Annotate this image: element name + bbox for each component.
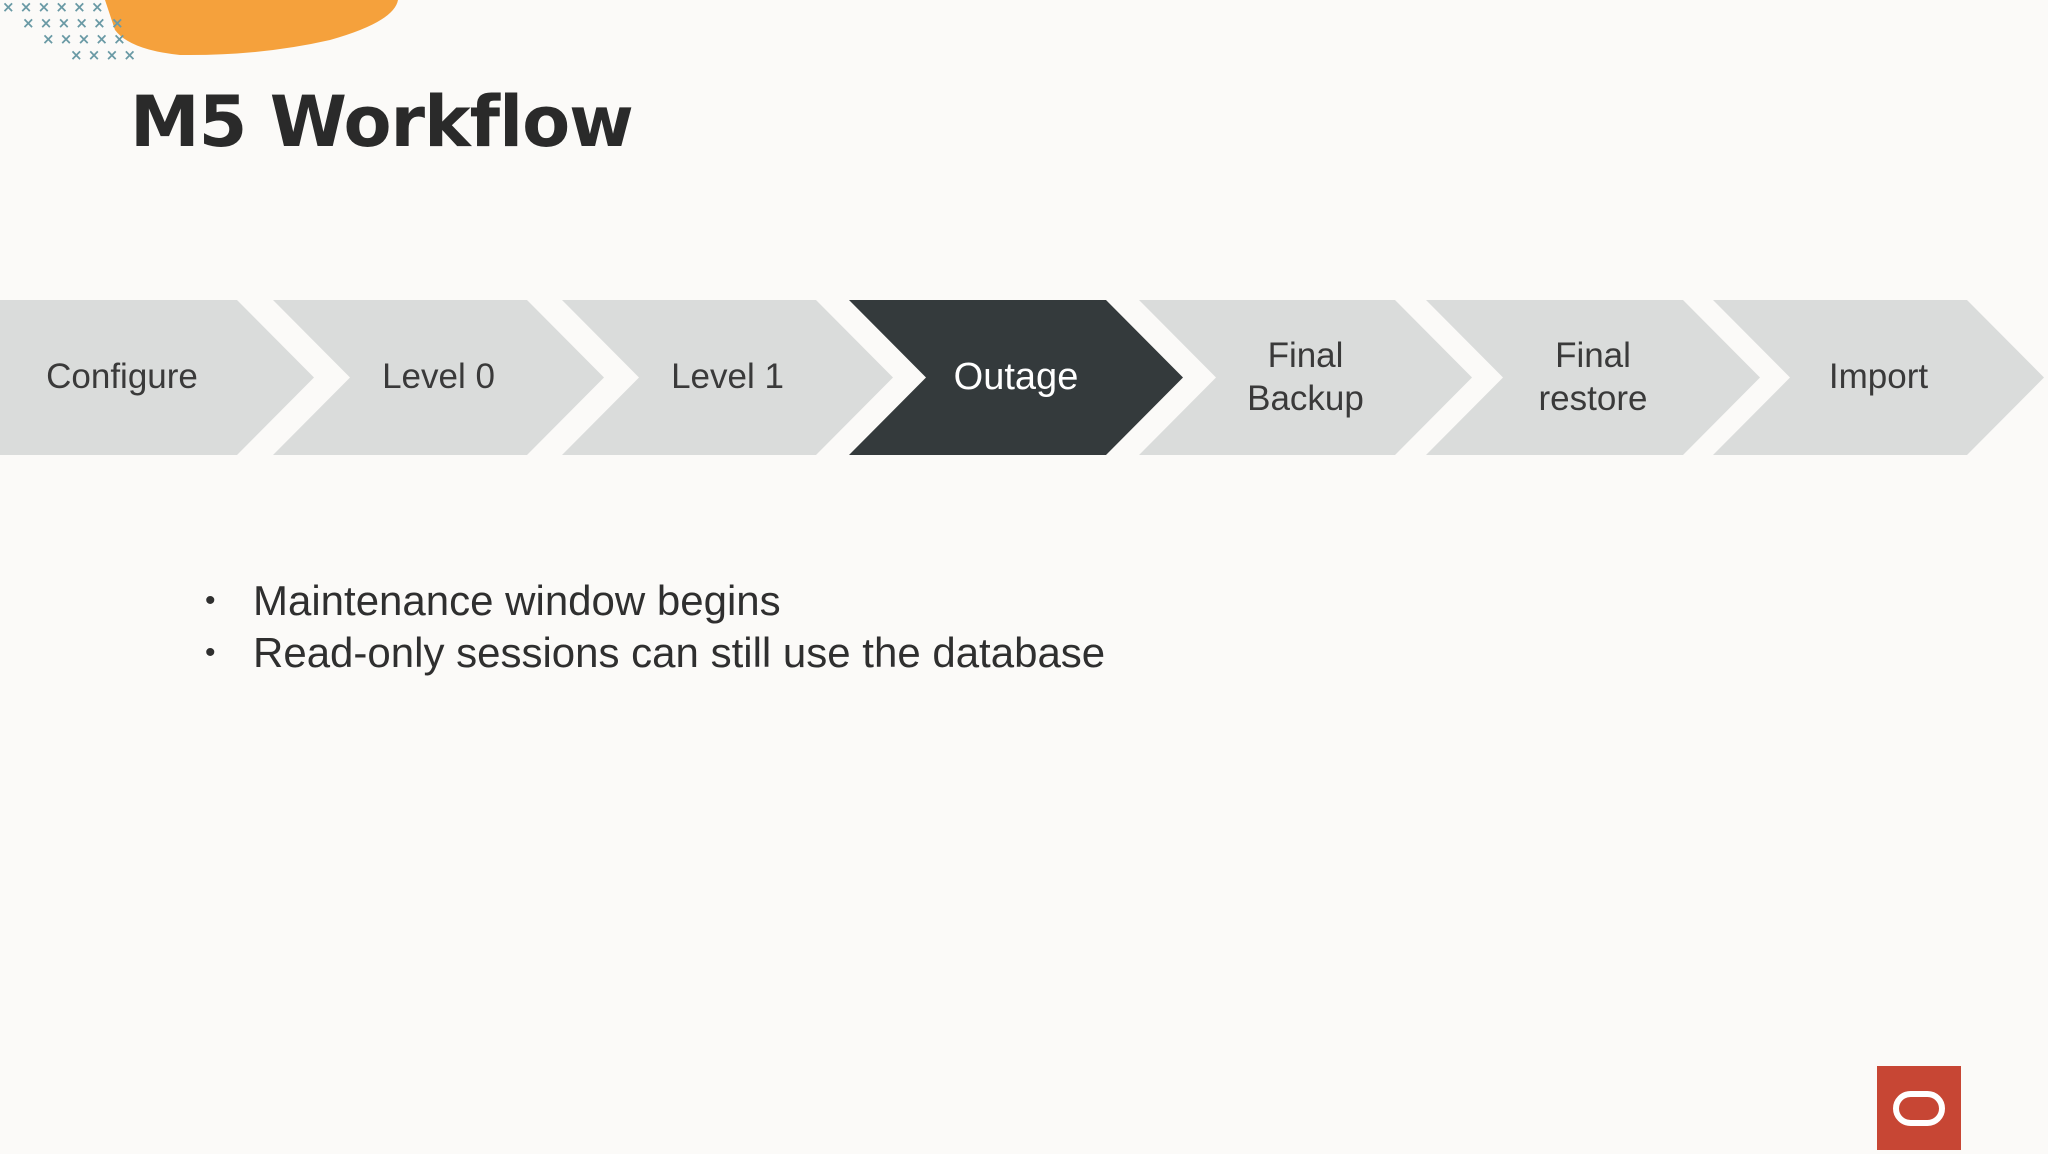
decorative-brush-stroke: × × × × × × × × × × × × × × × × × × × × … [2,0,398,64]
workflow-step-outage: Outage [849,300,1183,455]
svg-text:× × × × ×: × × × × × [42,30,126,48]
workflow-step-final-restore: Final restore [1426,300,1760,455]
svg-text:× × × × × ×: × × × × × × [22,14,124,32]
workflow-step-level-0: Level 0 [273,300,604,455]
workflow-step-label: Final Backup [1247,335,1364,418]
workflow-step-configure: Configure [0,300,314,455]
workflow-step-label: Level 1 [671,357,784,397]
workflow-chevron-bar: Configure Level 0 Level 1 Outage Final B… [0,300,2048,455]
teal-cross-pattern: × × × × × × × × × × × × × × × × × × × × … [2,0,136,64]
workflow-step-level-1: Level 1 [562,300,893,455]
workflow-step-label: Import [1828,357,1929,397]
bullet-list: • Maintenance window begins • Read-only … [200,575,1105,679]
oracle-ring-shape [1893,1090,1945,1126]
svg-text:× × × × × ×: × × × × × × [2,0,104,16]
bullet-item: • Read-only sessions can still use the d… [200,627,1105,679]
workflow-step-label: Final restore [1538,335,1648,418]
svg-text:× × × ×: × × × × [70,46,136,64]
bullet-item: • Maintenance window begins [200,575,1105,627]
oracle-logo-icon [1877,1066,1961,1150]
workflow-step-label: Outage [953,356,1079,399]
workflow-step-import: Import [1713,300,2044,455]
workflow-step-label: Configure [46,357,198,397]
bullet-dot-icon: • [205,584,216,617]
slide-title: M5 Workflow [130,81,634,163]
orange-brush-shape [105,0,398,56]
bullet-dot-icon: • [205,636,216,669]
workflow-step-label: Level 0 [382,357,495,397]
workflow-step-final-backup: Final Backup [1139,300,1472,455]
